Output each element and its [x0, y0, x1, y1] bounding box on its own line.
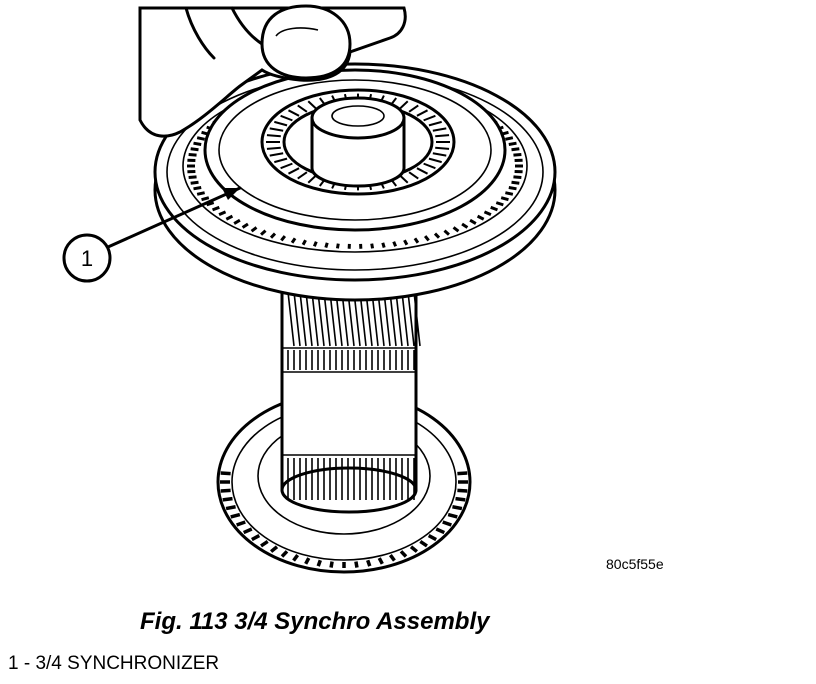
callout-1: 1 — [62, 186, 242, 283]
callout-number-1: 1 — [81, 246, 93, 271]
synchro-assembly-illustration: 1 — [62, 4, 557, 574]
figure-caption: Fig. 113 3/4 Synchro Assembly — [140, 608, 490, 635]
hand — [138, 4, 407, 138]
figure-id-code: 80c5f55e — [606, 556, 664, 572]
legend-item-1: 1 - 3/4 SYNCHRONIZER — [8, 653, 220, 674]
lower-gear-teeth — [220, 471, 468, 568]
synchronizer — [153, 62, 557, 302]
shaft-splines — [287, 291, 421, 500]
main-shaft — [280, 288, 421, 514]
